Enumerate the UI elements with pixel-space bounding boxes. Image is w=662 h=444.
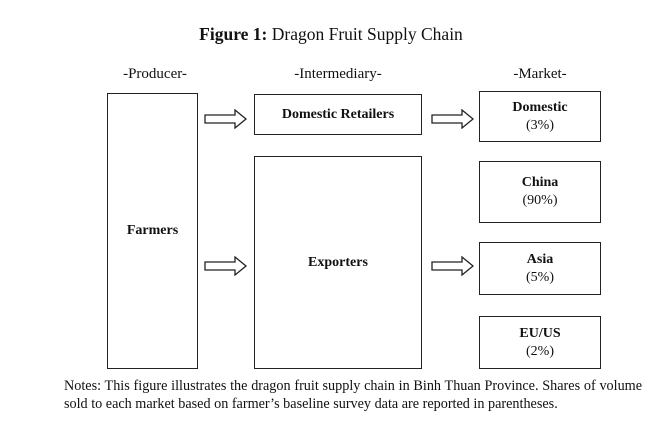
market-box-china: China (90%) [479, 161, 601, 223]
market-box-eu-us: EU/US (2%) [479, 316, 601, 369]
column-label-market: -Market- [513, 66, 567, 82]
market-share-eu-us: (2%) [526, 343, 554, 359]
market-share-china: (90%) [522, 193, 558, 208]
arrow-exporters-to-markets-icon [431, 256, 475, 276]
market-name-asia: Asia [526, 251, 554, 267]
figure-title-prefix: Figure 1: [199, 24, 268, 44]
figure-title: Figure 1: Dragon Fruit Supply Chain [0, 24, 662, 45]
column-label-producer: -Producer- [123, 66, 187, 82]
market-name-eu-us: EU/US [519, 325, 561, 341]
arrow-retailers-to-domestic-icon [431, 109, 475, 129]
exporters-box: Exporters [254, 156, 422, 369]
market-box-domestic: Domestic (3%) [479, 91, 601, 142]
domestic-retailers-box: Domestic Retailers [254, 94, 422, 135]
arrow-farmers-to-exporters-icon [204, 256, 248, 276]
market-box-asia: Asia (5%) [479, 242, 601, 295]
market-share-domestic: (3%) [526, 117, 554, 133]
column-label-intermediary: -Intermediary- [294, 66, 382, 82]
market-share-asia: (5%) [526, 269, 554, 285]
market-name-china: China [521, 175, 559, 190]
arrow-farmers-to-retailers-icon [204, 109, 248, 129]
domestic-retailers-label: Domestic Retailers [281, 106, 395, 122]
exporters-label: Exporters [308, 254, 368, 270]
farmers-box: Farmers [107, 93, 198, 369]
figure-title-text: Dragon Fruit Supply Chain [271, 24, 463, 44]
figure-notes: Notes: This figure illustrates the drago… [64, 378, 642, 412]
market-name-domestic: Domestic [512, 99, 568, 115]
farmers-label: Farmers [126, 223, 179, 238]
